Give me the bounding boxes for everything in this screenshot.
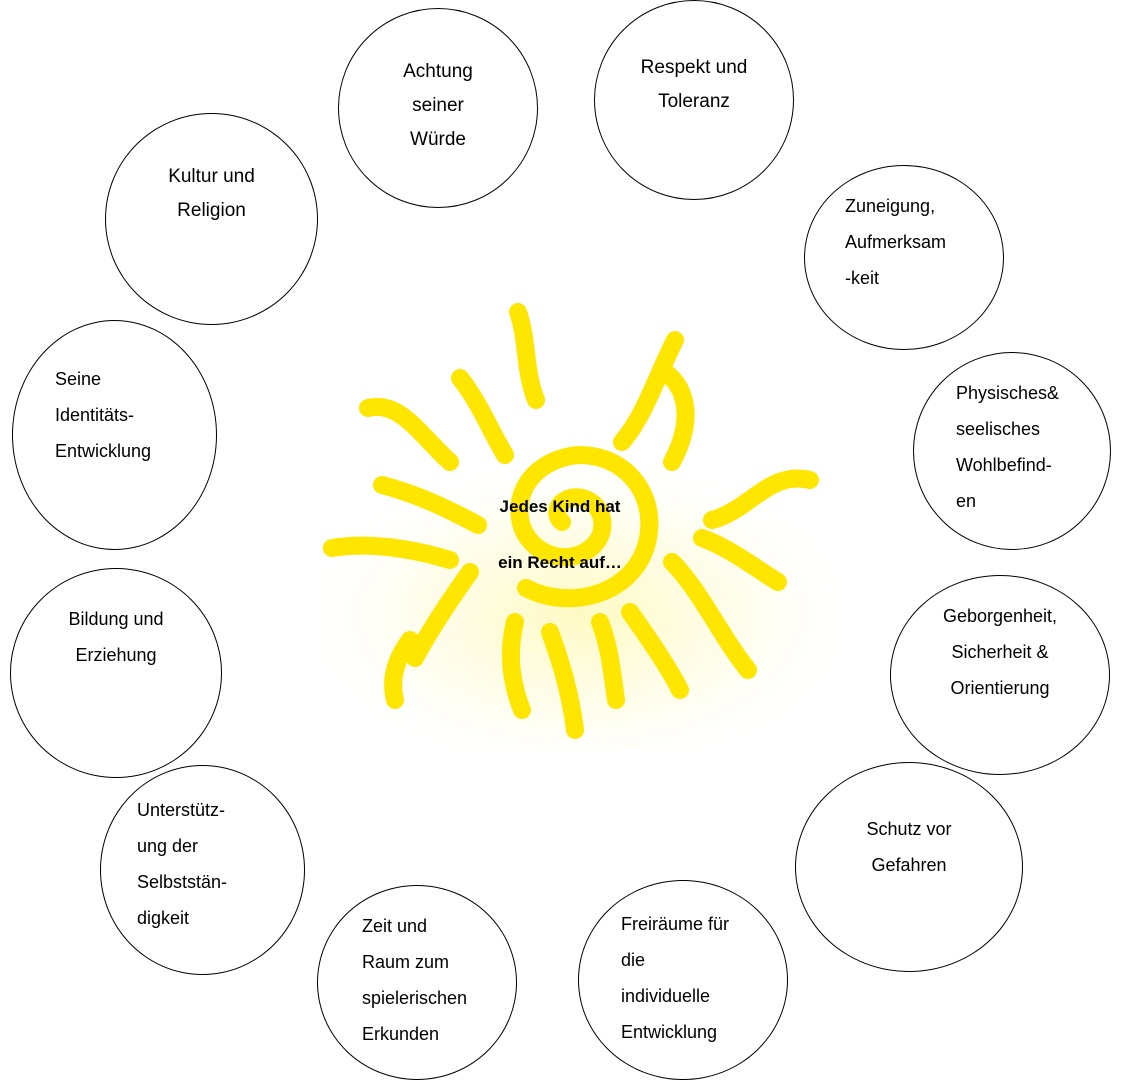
bubble-label: Unterstütz- ung der Selbststän- digkeit — [137, 800, 228, 928]
bubble-geborgenheit: Geborgenheit, Sicherheit & Orientierung — [890, 575, 1110, 775]
bubble-respekt: Respekt und Toleranz — [594, 0, 794, 200]
bubble-label: Achtung seiner Würde — [403, 61, 473, 150]
bubble-label: Bildung und Erziehung — [68, 609, 164, 665]
bubble-physisches: Physisches& seelisches Wohlbefind- en — [913, 352, 1111, 550]
bubble-label: Zeit und Raum zum spielerischen Erkunden — [362, 916, 468, 1044]
bubble-kultur: Kultur und Religion — [105, 113, 318, 325]
bubble-label: Schutz vor Gefahren — [866, 819, 952, 875]
sun-icon — [320, 303, 840, 750]
bubble-freiraeume: Freiräume für die individuelle Entwicklu… — [578, 880, 788, 1080]
bubble-schutz: Schutz vor Gefahren — [795, 762, 1023, 972]
sun-illustration — [300, 280, 860, 760]
center-heading-line1: Jedes Kind hat — [499, 497, 621, 516]
bubble-bildung: Bildung und Erziehung — [10, 568, 222, 778]
bubble-label: Respekt und Toleranz — [640, 57, 748, 112]
center-heading-line2: ein Recht auf… — [498, 553, 622, 572]
bubble-identitaet: Seine Identitäts- Entwicklung — [12, 320, 217, 550]
bubble-unterstuetzung: Unterstütz- ung der Selbststän- digkeit — [100, 765, 305, 975]
bubble-label: Kultur und Religion — [168, 166, 255, 221]
bubble-achtung: Achtung seiner Würde — [338, 8, 538, 208]
bubble-label: Zuneigung, Aufmerksam -keit — [845, 196, 947, 288]
bubble-label: Seine Identitäts- Entwicklung — [55, 369, 152, 461]
bubble-label: Freiräume für die individuelle Entwicklu… — [621, 914, 730, 1042]
bubble-zeit: Zeit und Raum zum spielerischen Erkunden — [317, 885, 517, 1080]
bubble-label: Physisches& seelisches Wohlbefind- en — [956, 383, 1060, 511]
bubble-zuneigung: Zuneigung, Aufmerksam -keit — [804, 165, 1004, 350]
bubble-label: Geborgenheit, Sicherheit & Orientierung — [942, 606, 1058, 698]
